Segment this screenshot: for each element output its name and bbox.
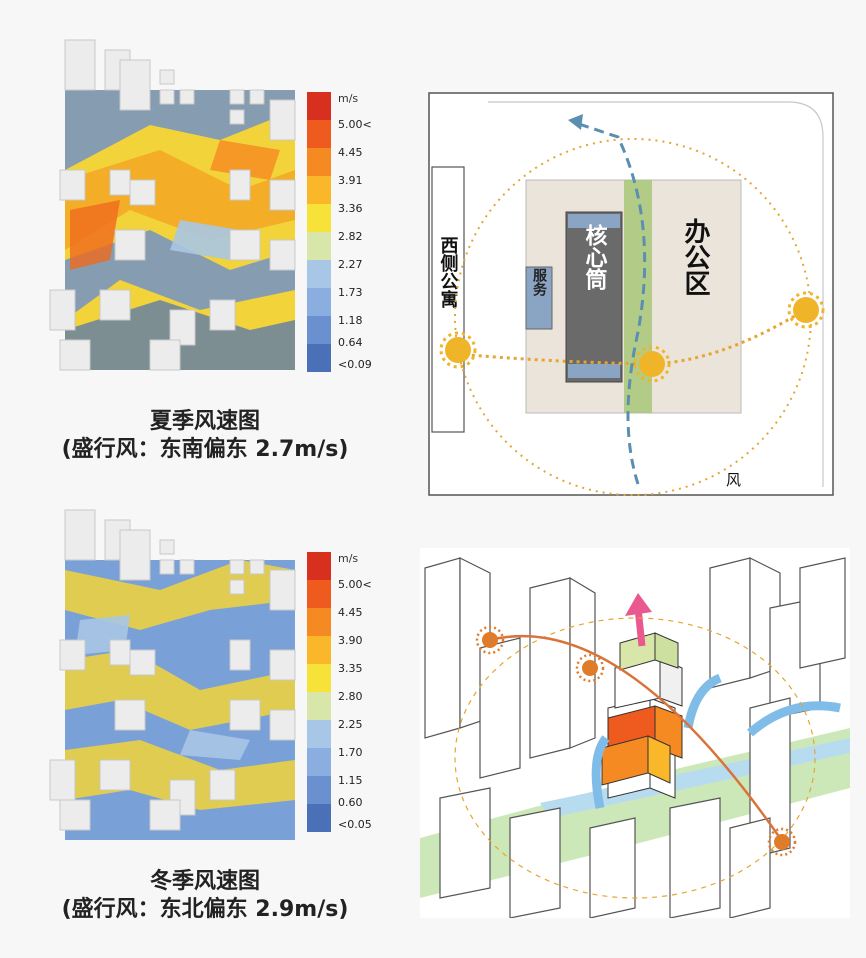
service-room xyxy=(525,266,553,330)
service-label: 服务 xyxy=(531,268,547,297)
blue-flow-arrow xyxy=(683,673,722,729)
legend-swatch xyxy=(307,720,331,748)
sun-icon xyxy=(767,827,797,857)
legend-swatch xyxy=(307,692,331,720)
winter-subtitle: (盛行风：东北偏东 2.9m/s) xyxy=(61,897,349,922)
sun-icon xyxy=(575,653,605,683)
legend-swatch xyxy=(307,664,331,692)
legend-label: 2.82 xyxy=(338,230,363,243)
legend-swatch xyxy=(307,232,331,260)
west-apartment-block xyxy=(431,166,465,433)
summer-legend-unit: m/s xyxy=(338,92,359,105)
legend-swatch xyxy=(307,92,331,120)
legend-swatch xyxy=(307,260,331,288)
wind-label: 风 xyxy=(726,471,741,489)
legend-swatch xyxy=(307,120,331,148)
summer-subtitle: (盛行风：东南偏东 2.7m/s) xyxy=(61,437,349,462)
legend-label: 5.00< xyxy=(338,578,372,591)
legend-label: 1.18 xyxy=(338,314,363,327)
pink-arrow-head xyxy=(625,593,652,616)
sun-orbit xyxy=(454,617,816,899)
green-strip xyxy=(624,180,652,413)
core-label: 核心筒 xyxy=(582,223,608,290)
summer-caption: 夏季风速图 (盛行风：东南偏东 2.7m/s) xyxy=(0,408,410,464)
legend-label: 2.80 xyxy=(338,690,363,703)
legend-label: 3.90 xyxy=(338,634,363,647)
legend-label: 3.35 xyxy=(338,662,363,675)
legend-label: 4.45 xyxy=(338,146,363,159)
winter-legend: m/s 5.00< 4.45 3.90 3.35 2.80 2.25 1.70 … xyxy=(307,552,397,832)
legend-swatch xyxy=(307,176,331,204)
legend-label: 1.73 xyxy=(338,286,363,299)
winter-wind-panel: m/s 5.00< 4.45 3.90 3.35 2.80 2.25 1.70 … xyxy=(0,490,410,950)
legend-swatch xyxy=(307,204,331,232)
sun-icon xyxy=(633,345,671,383)
floor-plan-diagram: 西侧公寓 核心筒 服务 办公区 风 xyxy=(428,92,834,496)
legend-label: 0.60 xyxy=(338,796,363,809)
axonometric-diagram xyxy=(420,548,850,918)
summer-legend: m/s 5.00< 4.45 3.91 3.36 2.82 2.27 1.73 … xyxy=(307,92,397,372)
core-tube xyxy=(565,211,623,383)
surrounding-buildings xyxy=(424,557,846,918)
office-label: 办公区 xyxy=(680,218,710,296)
legend-swatch xyxy=(307,288,331,316)
legend-label: <0.09 xyxy=(338,358,372,371)
legend-swatch xyxy=(307,148,331,176)
blue-flow-arrow xyxy=(747,701,841,737)
legend-swatch xyxy=(307,552,331,580)
core-top-band xyxy=(568,214,620,228)
west-apartment-label: 西侧公寓 xyxy=(438,236,459,309)
legend-label: <0.05 xyxy=(338,818,372,831)
legend-label: 1.15 xyxy=(338,774,363,787)
core-bottom-band xyxy=(568,364,620,378)
summer-title: 夏季风速图 xyxy=(149,409,260,434)
legend-label: 2.25 xyxy=(338,718,363,731)
legend-swatch xyxy=(307,344,331,372)
summer-wind-speed-map xyxy=(49,39,296,371)
wind-path xyxy=(572,120,647,485)
sun-icon xyxy=(787,291,825,329)
pink-arrow-shaft xyxy=(634,607,646,647)
summer-wind-panel: m/s 5.00< 4.45 3.91 3.36 2.82 2.27 1.73 … xyxy=(0,0,410,480)
legend-swatch xyxy=(307,580,331,608)
legend-swatch xyxy=(307,608,331,636)
blue-flow-arrow xyxy=(591,735,610,809)
legend-label: 4.45 xyxy=(338,606,363,619)
legend-swatch xyxy=(307,776,331,804)
winter-wind-speed-map xyxy=(49,509,296,840)
legend-label: 2.27 xyxy=(338,258,363,271)
sun-icon xyxy=(439,331,477,369)
legend-swatch xyxy=(307,316,331,344)
legend-swatch xyxy=(307,804,331,832)
wind-arrowhead xyxy=(568,114,583,130)
sun-icon xyxy=(475,625,505,655)
sun-path xyxy=(489,634,782,839)
site-boundary xyxy=(488,101,824,487)
winter-title: 冬季风速图 xyxy=(149,869,260,894)
legend-label: 3.91 xyxy=(338,174,363,187)
legend-swatch xyxy=(307,636,331,664)
winter-legend-unit: m/s xyxy=(338,552,359,565)
winter-caption: 冬季风速图 (盛行风：东北偏东 2.9m/s) xyxy=(0,868,410,924)
legend-swatch xyxy=(307,748,331,776)
legend-label: 1.70 xyxy=(338,746,363,759)
legend-label: 0.64 xyxy=(338,336,363,349)
legend-label: 3.36 xyxy=(338,202,363,215)
legend-label: 5.00< xyxy=(338,118,372,131)
